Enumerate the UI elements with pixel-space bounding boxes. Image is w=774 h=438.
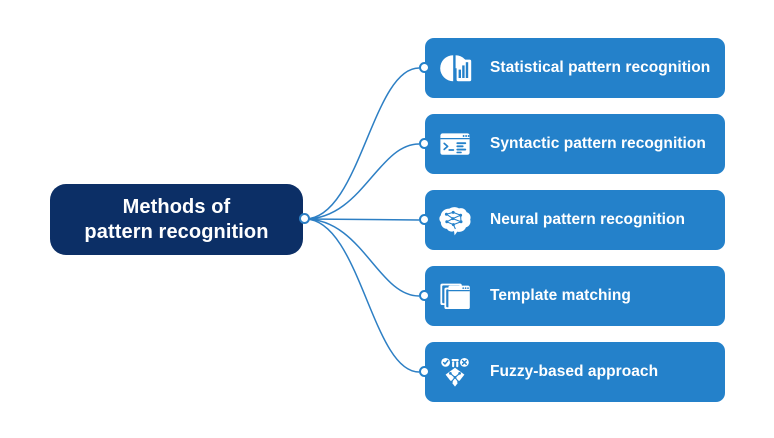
fuzzy-logic-icon [434,351,476,393]
branch-node-label: Template matching [490,287,631,304]
connector-line-2 [304,143,420,220]
branch-anchor-dot-2[interactable] [419,138,430,149]
branch-node-template[interactable]: Template matching [425,266,725,326]
stacked-windows-icon [434,275,476,317]
terminal-window-icon [434,123,476,165]
branch-node-label: Statistical pattern recognition [490,59,711,76]
pie-bar-chart-icon [434,47,476,89]
branch-node-fuzzy[interactable]: Fuzzy-based approach [425,342,725,402]
connector-line-5 [304,218,420,373]
connector-line-1 [304,67,420,220]
branch-anchor-dot-5[interactable] [419,366,430,377]
branch-node-syntactic[interactable]: Syntactic pattern recognition [425,114,725,174]
brain-network-icon [434,199,476,241]
connector-line-4 [304,218,420,297]
branch-node-label: Neural pattern recognition [490,211,686,228]
root-node[interactable]: Methods of pattern recognition [50,184,303,255]
branch-anchor-dot-1[interactable] [419,62,430,73]
root-node-label: Methods of pattern recognition [84,195,269,243]
branch-anchor-dot-3[interactable] [419,214,430,225]
branch-node-statistical[interactable]: Statistical pattern recognition [425,38,725,98]
branch-node-label: Syntactic pattern recognition [490,135,706,152]
branch-node-neural[interactable]: Neural pattern recognition [425,190,725,250]
connector-line-3 [304,218,420,221]
root-anchor-dot[interactable] [299,213,310,224]
branch-node-label: Fuzzy-based approach [490,363,659,380]
branch-anchor-dot-4[interactable] [419,290,430,301]
